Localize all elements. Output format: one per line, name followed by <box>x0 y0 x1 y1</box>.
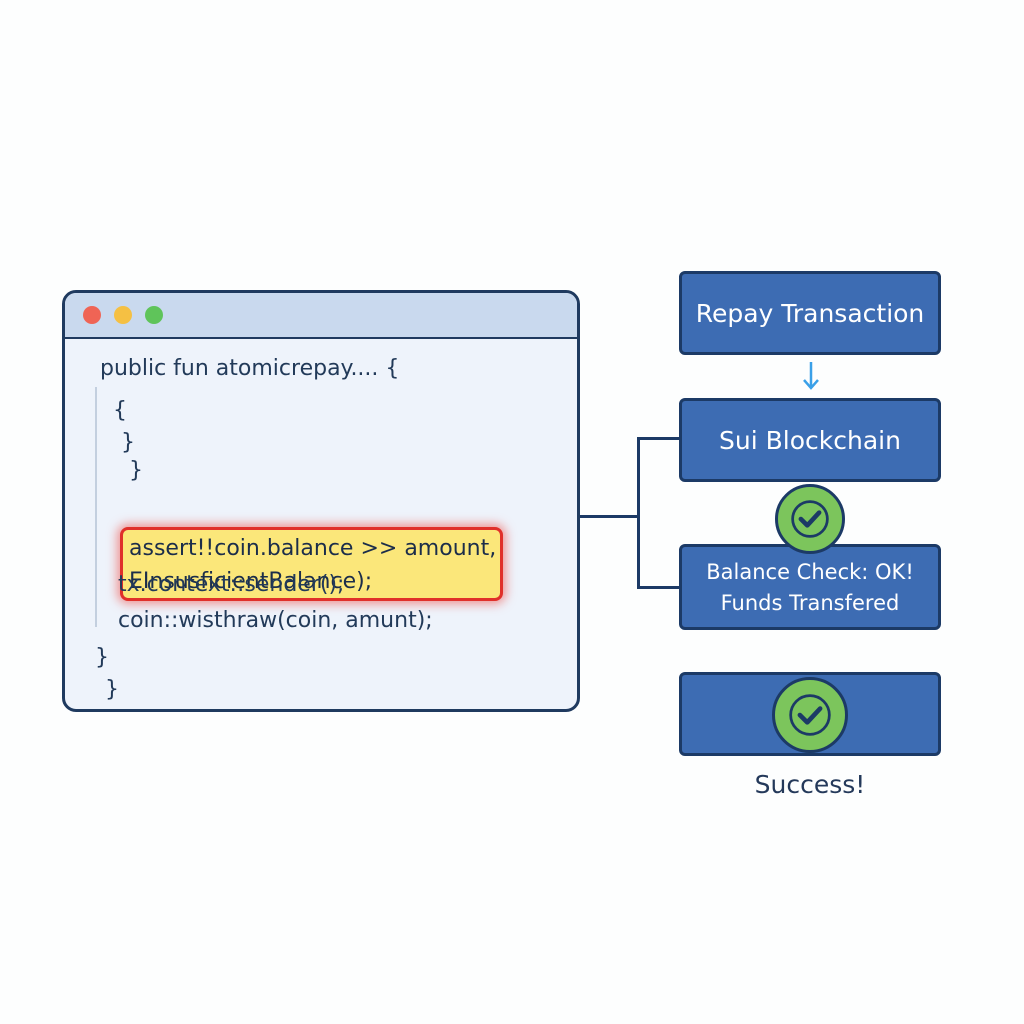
indent-guide <box>95 387 97 627</box>
balance-check-box: Balance Check: OK! Funds Transfered <box>679 544 941 630</box>
success-label: Success! <box>754 770 866 799</box>
repay-transaction-box: Repay Transaction <box>679 271 941 355</box>
code-line-3: } <box>121 430 135 455</box>
connector-to-balance <box>637 586 681 589</box>
code-line-1: public fun atomicrepay.... { <box>100 356 400 381</box>
sui-blockchain-box: Sui Blockchain <box>679 398 941 482</box>
code-line-7: } <box>95 645 109 670</box>
assert-highlight: assert!!coin.balance >> amount, EInsusfi… <box>120 527 503 601</box>
balance-check-label: Balance Check: OK! <box>706 560 914 584</box>
highlighted-line-1: assert!!coin.balance >> amount, <box>129 536 497 561</box>
code-line-2: { <box>113 398 127 423</box>
code-window: public fun atomicrepay.... { { } } asser… <box>62 290 580 712</box>
code-line-5: tx.context::sender(); <box>118 572 345 597</box>
checkmark-icon <box>772 677 848 753</box>
close-window-dot[interactable] <box>83 306 101 324</box>
checkmark-icon <box>775 484 845 554</box>
window-titlebar <box>65 293 577 339</box>
highlighted-line-2: EInsusficientBalance); <box>129 569 373 594</box>
connector-vertical <box>637 437 640 589</box>
code-line-6: coin::wisthraw(coin, amunt); <box>118 608 433 633</box>
down-arrow-icon <box>803 362 819 390</box>
connector-horizontal <box>580 515 640 518</box>
repay-transaction-label: Repay Transaction <box>695 298 925 328</box>
sui-blockchain-label: Sui Blockchain <box>719 425 901 455</box>
code-line-8: } <box>105 677 119 702</box>
code-body: public fun atomicrepay.... { { } } asser… <box>65 339 577 709</box>
connector-to-sui <box>637 437 681 440</box>
minimize-window-dot[interactable] <box>114 306 132 324</box>
code-line-4: } <box>129 458 143 483</box>
funds-transferred-label: Funds Transfered <box>720 591 900 615</box>
maximize-window-dot[interactable] <box>145 306 163 324</box>
